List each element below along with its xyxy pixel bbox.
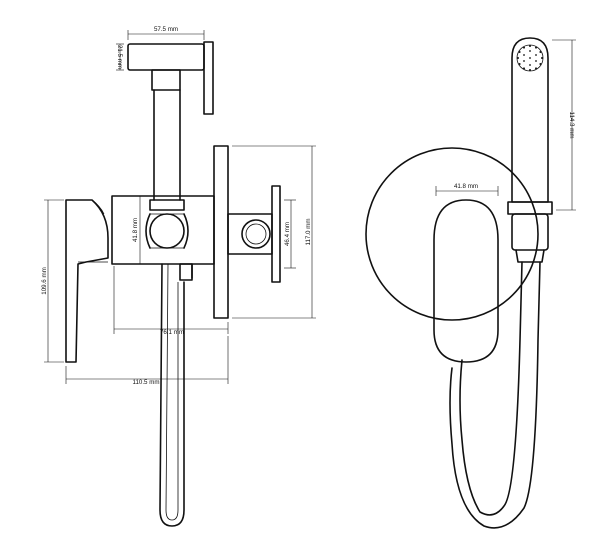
dim-label-mixer-height: 109.6 mm bbox=[41, 267, 48, 295]
dim-label-depth-short: 76.1 mm bbox=[160, 329, 184, 336]
dim-label-depth-total: 110.5 mm bbox=[132, 379, 159, 386]
front-wall-plate bbox=[365, 147, 539, 321]
wall-plate bbox=[213, 145, 229, 319]
dim-label-plate-height: 117.0 mm bbox=[305, 218, 312, 245]
front-view: 41.8 mm 114.3 mm bbox=[365, 37, 576, 529]
mixer-body bbox=[111, 195, 215, 281]
dimension-plate-height: 117.0 mm bbox=[232, 145, 316, 319]
dimension-depth-total: 110.5 mm bbox=[65, 336, 229, 386]
dimension-spray-head-height: 21.5 mm bbox=[116, 43, 124, 71]
dimension-mixer-height: 109.6 mm bbox=[41, 199, 64, 363]
hose bbox=[159, 263, 185, 527]
wall-holder bbox=[227, 185, 281, 283]
dimension-handle-width: 41.8 mm bbox=[435, 183, 499, 196]
front-mixer-lever bbox=[433, 199, 499, 363]
spray-wand bbox=[149, 89, 185, 211]
lever-handle bbox=[65, 199, 109, 363]
front-hose bbox=[449, 261, 541, 529]
dimension-depth-short: 76.1 mm bbox=[113, 266, 229, 336]
dim-label-handle-width: 41.8 mm bbox=[454, 183, 478, 190]
dim-label-holder-height: 46.4 mm bbox=[284, 222, 291, 246]
dimension-body-height: 41.8 mm bbox=[132, 196, 141, 264]
dimension-spray-head-width: 57.5 mm bbox=[127, 26, 205, 40]
front-spray-handle bbox=[507, 37, 553, 263]
dim-label-spray-head-height: 21.5 mm bbox=[116, 45, 123, 69]
side-view: 57.5 mm 21.5 mm 41.8 mm 46.4 mm 117.0 mm bbox=[41, 26, 316, 527]
dim-label-body-height: 41.8 mm bbox=[132, 218, 139, 242]
spray-head bbox=[127, 41, 214, 115]
dim-label-spray-length: 114.3 mm bbox=[568, 111, 575, 138]
dimension-holder-height: 46.4 mm bbox=[284, 199, 296, 269]
spray-nozzle-holes bbox=[517, 45, 543, 71]
dim-label-spray-head-width: 57.5 mm bbox=[154, 26, 178, 33]
dimension-spray-length: 114.3 mm bbox=[552, 39, 576, 211]
